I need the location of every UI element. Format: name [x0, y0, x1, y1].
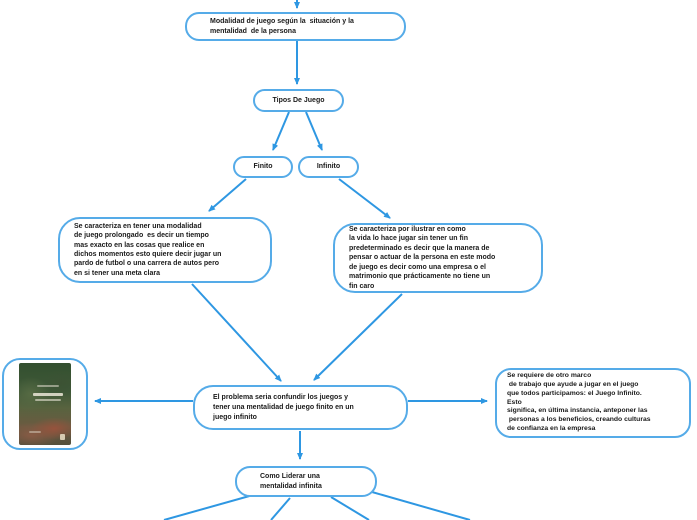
node-finito-description-label: Se caracteriza en tener una modalidad de… [74, 222, 222, 277]
connector-tipos-finito [272, 111, 290, 151]
node-infinito[interactable]: Infinito [298, 156, 359, 178]
node-tipos-label: Tipos De Juego [272, 96, 325, 104]
book-cover-image [19, 363, 71, 445]
node-modalidad-label: Modalidad de juego según la situación y … [210, 17, 354, 35]
book-cover-subtitle-mark [35, 399, 61, 401]
node-infinito-label: Infinito [316, 163, 341, 171]
node-infinito-description[interactable]: Se caracteriza por ilustrar en como la v… [333, 223, 543, 293]
node-como-liderar[interactable]: Como Liderar una mentalidad infinita [235, 466, 377, 497]
book-cover-emblem [60, 434, 65, 440]
node-finito[interactable]: Finito [233, 156, 293, 178]
connector-finitodesc-problema [191, 283, 282, 382]
node-como-liderar-label: Como Liderar una mentalidad infinita [260, 472, 322, 490]
node-book-image[interactable] [2, 358, 88, 450]
connector-liderar-child-4 [371, 491, 471, 520]
node-modalidad[interactable]: Modalidad de juego según la situación y … [185, 12, 406, 41]
book-cover-author-mark [29, 431, 41, 433]
connector-liderar-child-1 [163, 494, 254, 520]
connector-infinitodesc-problema [313, 293, 403, 381]
node-finito-description[interactable]: Se caracteriza en tener una modalidad de… [58, 217, 272, 283]
node-problema[interactable]: El problema seria confundir los juegos y… [193, 385, 408, 430]
node-requiere-label: Se requiere de otro marco de trabajo que… [507, 372, 651, 432]
connector-tipos-infinito [305, 111, 323, 151]
node-tipos-de-juego[interactable]: Tipos De Juego [253, 89, 344, 112]
node-infinito-description-label: Se caracteriza por ilustrar en como la v… [349, 226, 496, 290]
node-problema-label: El problema seria confundir los juegos y… [213, 393, 354, 421]
node-finito-label: Finito [253, 163, 273, 171]
connector-infinito-desc [338, 178, 391, 219]
connector-liderar-child-3 [330, 496, 370, 520]
connector-finito-desc [208, 178, 247, 212]
node-requiere[interactable]: Se requiere de otro marco de trabajo que… [495, 368, 691, 438]
book-cover-title-mark [33, 393, 63, 396]
connector-liderar-child-2 [270, 497, 291, 520]
book-cover-text-mark [37, 385, 59, 387]
